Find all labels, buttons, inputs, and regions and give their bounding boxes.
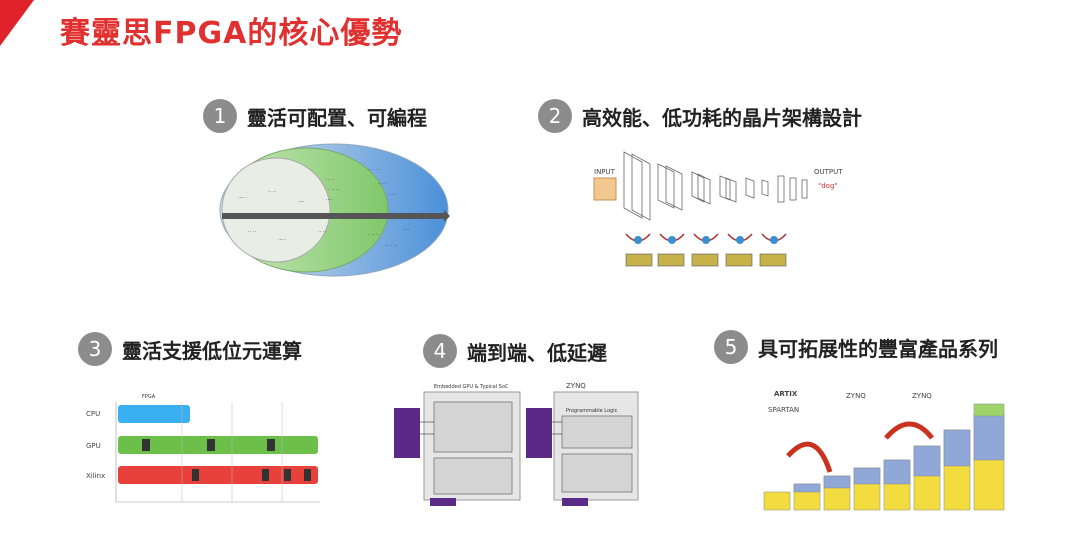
row-label-gpu: GPU xyxy=(86,442,101,450)
row-label-xilinx: Xilinx xyxy=(86,472,105,480)
feature-number: 3 xyxy=(78,332,112,366)
feature-1: 1 靈活可配置、可編程 xyxy=(203,99,427,133)
svg-text:.. ..: .. .. xyxy=(326,176,334,182)
output-label: OUTPUT xyxy=(814,168,843,176)
svg-text:.. ..: .. .. xyxy=(318,228,326,234)
figure-low-bit-timeline: FPGA CPU GPU Xilinx xyxy=(86,394,320,503)
feature-label: 高效能、低功耗的晶片架構設計 xyxy=(582,105,862,130)
svg-text:....: .... xyxy=(403,226,410,232)
feature-label: 具可拓展性的豐富產品系列 xyxy=(758,336,998,361)
cpu-bar xyxy=(118,405,190,423)
soc-title: Embedded GPU & Typical SoC xyxy=(434,384,509,390)
svg-text:. ...: . ... xyxy=(388,191,396,197)
feature-number: 5 xyxy=(714,330,748,364)
svg-text:.. ..: .. .. xyxy=(268,188,276,194)
zynq-sub: Programmable Logic xyxy=(566,408,618,414)
feature-4: 4 端到端、低延遲 xyxy=(423,334,607,368)
feature-2: 2 高效能、低功耗的晶片架構設計 xyxy=(538,99,862,133)
brand-spartan: SPARTAN xyxy=(768,406,799,414)
brand-artix: ARTIX xyxy=(774,390,798,398)
feature-label: 端到端、低延遲 xyxy=(467,340,607,365)
svg-text:....: .... xyxy=(326,196,333,202)
svg-text:.. ..: .. .. xyxy=(378,180,386,186)
svg-text:.. ..: .. .. xyxy=(248,228,256,234)
feature-5: 5 具可拓展性的豐富產品系列 xyxy=(714,330,998,364)
svg-text:.. . ..: .. . .. xyxy=(368,166,380,172)
feature-3: 3 靈活支援低位元運算 xyxy=(78,332,302,366)
figure-product-family: ARTIX SPARTAN ZYNQ ZYNQ xyxy=(763,390,1005,511)
col-top-label: FPGA xyxy=(142,394,156,400)
arrow-left xyxy=(786,441,833,473)
output-word: "dog" xyxy=(818,182,838,190)
corner-accent xyxy=(0,0,34,46)
svg-text:. .. ..: . .. .. xyxy=(328,186,340,192)
feature-number: 2 xyxy=(538,99,572,133)
svg-text:.....: ..... xyxy=(278,236,286,242)
feature-label: 靈活可配置、可編程 xyxy=(247,105,427,130)
feature-label: 靈活支援低位元運算 xyxy=(122,338,302,363)
input-image xyxy=(593,177,617,201)
figure-programmability-ellipse: .... . .. ...... .. .. . .. ...... .. . ..… xyxy=(219,143,450,277)
feature-number: 4 xyxy=(423,334,457,368)
svg-text:.... .: .... . xyxy=(238,194,248,200)
input-label: INPUT xyxy=(594,168,616,176)
svg-text:....: .... xyxy=(298,198,305,204)
figure-chip-architecture: INPUT OUTPUT "dog" xyxy=(593,151,843,267)
feature-number: 1 xyxy=(203,99,237,133)
figure-end-to-end: Embedded GPU & Typical SoC ZYNQ Programm… xyxy=(394,378,644,510)
svg-text:.. . ..: .. . .. xyxy=(386,242,398,248)
row-label-cpu: CPU xyxy=(86,410,100,418)
brand-zynq-a: ZYNQ xyxy=(846,392,866,400)
brand-zynq-b: ZYNQ xyxy=(912,392,932,400)
arrow-right xyxy=(884,421,934,440)
slide-title: 賽靈思FPGA的核心優勢 xyxy=(60,16,403,51)
svg-text:. .. ..: . .. .. xyxy=(368,231,380,237)
zynq-brand: ZYNQ xyxy=(566,382,586,390)
